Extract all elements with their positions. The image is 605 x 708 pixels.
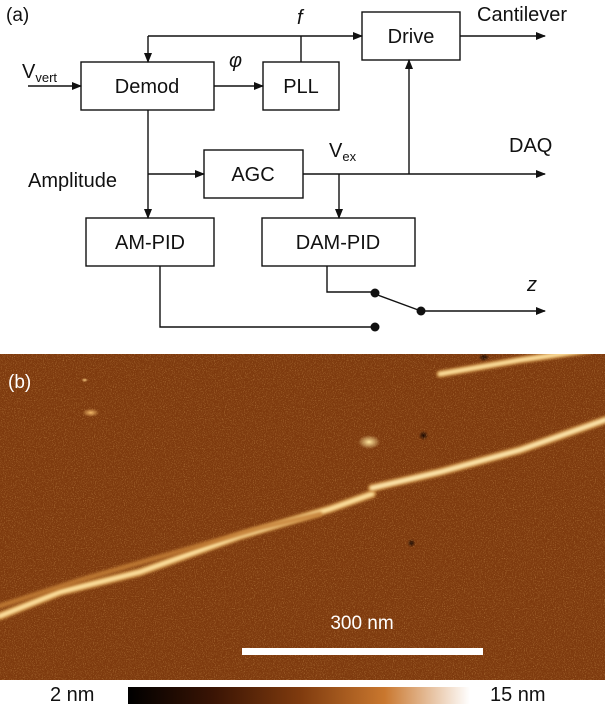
z-label: z bbox=[526, 274, 537, 296]
switch-pivot bbox=[416, 306, 426, 316]
panel-b-label: (b) bbox=[8, 372, 31, 393]
panel-a-label: (a) bbox=[6, 5, 29, 26]
drive-label: Drive bbox=[388, 26, 435, 48]
daq-label: DAQ bbox=[509, 135, 552, 157]
dna-strand-parallel bbox=[0, 511, 323, 609]
dna-strand-top bbox=[436, 354, 587, 378]
drive-block: Drive bbox=[361, 11, 461, 61]
agc-label: AGC bbox=[231, 164, 274, 186]
phi-label: φ bbox=[229, 50, 242, 72]
colorbar: 2 nm 15 nm bbox=[0, 680, 605, 708]
am-pid-block: AM-PID bbox=[85, 217, 215, 267]
colorbar-gradient bbox=[128, 687, 470, 704]
am-pid-label: AM-PID bbox=[115, 232, 185, 254]
pll-label: PLL bbox=[283, 76, 319, 98]
dam-pid-out-wire bbox=[326, 266, 375, 293]
v-vert-label: Vvert bbox=[22, 61, 57, 85]
switch-contact-dam bbox=[370, 288, 380, 298]
dam-pid-block: DAM-PID bbox=[261, 217, 416, 267]
demod-block: Demod bbox=[80, 61, 215, 111]
cantilever-label: Cantilever bbox=[477, 4, 567, 26]
colorbar-max-label: 15 nm bbox=[490, 684, 546, 706]
agc-block: AGC bbox=[203, 149, 304, 199]
amplitude-label: Amplitude bbox=[28, 170, 117, 192]
dna-strand-lower bbox=[0, 490, 376, 620]
pll-block: PLL bbox=[262, 61, 340, 111]
am-pid-out-wire bbox=[159, 266, 375, 328]
demod-label: Demod bbox=[115, 76, 179, 98]
f-label: f bbox=[297, 7, 305, 29]
switch-lever bbox=[374, 293, 422, 312]
scale-bar bbox=[242, 648, 483, 655]
scale-bar-label: 300 nm bbox=[330, 613, 393, 634]
switch-contact-am bbox=[370, 322, 380, 332]
afm-height-image: (b) 300 nm bbox=[0, 354, 605, 680]
v-ex-label: Vex bbox=[329, 140, 357, 164]
block-diagram: (a) Demod PLL Drive AGC AM-PID DAM-PID bbox=[6, 4, 567, 332]
dna-strand-upper bbox=[368, 416, 605, 492]
dam-pid-label: DAM-PID bbox=[296, 232, 380, 254]
colorbar-min-label: 2 nm bbox=[50, 684, 95, 706]
